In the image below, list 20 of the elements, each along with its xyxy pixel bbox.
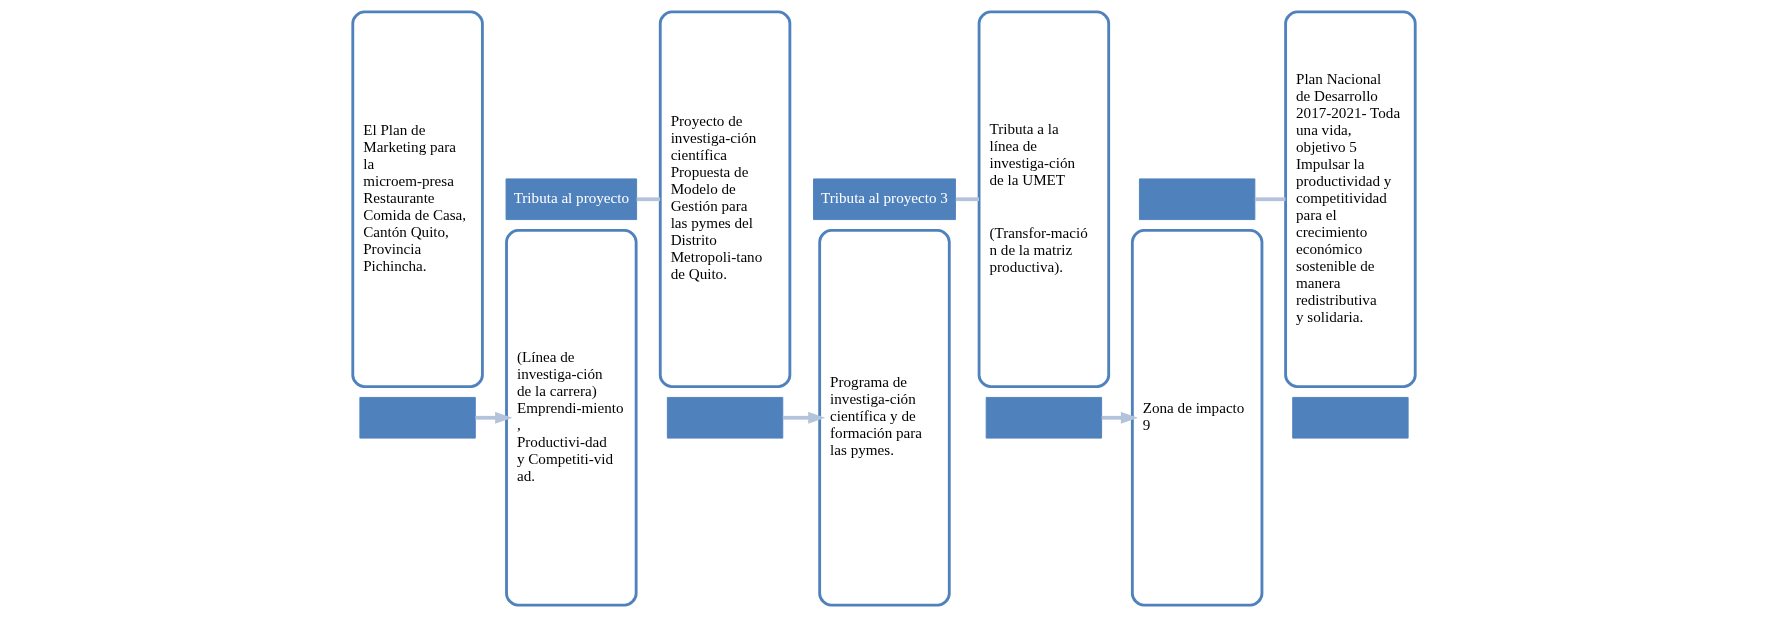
arrow	[475, 411, 512, 424]
node-box: Tributa al proyecto	[505, 178, 637, 221]
node-box	[666, 396, 783, 439]
node-box	[985, 396, 1102, 439]
node-box: Tributa a la línea de investiga-ción de la UMET (Transfor-mación de la matriz productiva).	[977, 10, 1110, 388]
connector	[955, 197, 979, 202]
node-box: Zona de impacto 9	[1130, 229, 1263, 607]
node-box: Plan Nacional de Desarrollo 2017-2021- Toda una vida, objetivo 5 Impulsar la productividad y competitividad para el crecimiento económico sostenible de manera redistributiva y solidaria.	[1283, 10, 1417, 388]
node-box: (Línea de investiga-ción de la carrera) Emprendi-miento, Productivi-dad y Competiti-vidad.	[504, 229, 638, 607]
node-box: Tributa al proyecto 3	[812, 178, 956, 221]
arrow	[782, 411, 825, 424]
arrow	[1101, 411, 1138, 424]
node-box: El Plan de Marketing para la microem-presa Restaurante Comida de Casa, Cantón Quito, Provincia Pichincha.	[350, 10, 484, 388]
node-box: Proyecto de investiga-ción científica Propuesta de Modelo de Gestión para las pymes del Distrito Metropoli-tano de Quito.	[658, 10, 791, 388]
connector	[1254, 197, 1285, 202]
node-box	[1138, 178, 1255, 221]
node-box: Programa de investiga-ción científica y de formación para las pymes.	[817, 229, 951, 607]
node-box	[358, 396, 476, 439]
node-box	[1291, 396, 1409, 439]
connector	[636, 197, 660, 202]
